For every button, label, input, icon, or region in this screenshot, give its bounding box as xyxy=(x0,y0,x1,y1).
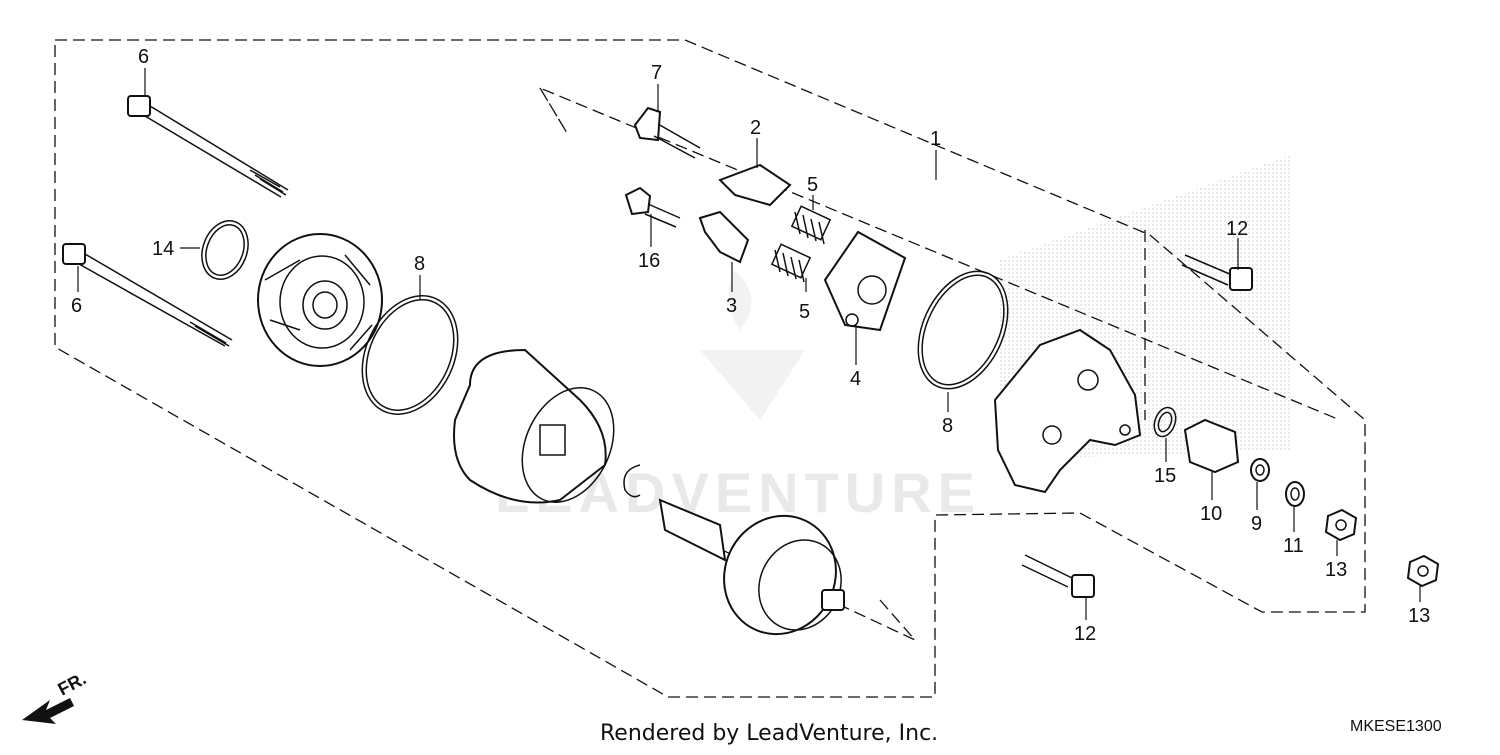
leader-lines xyxy=(77,68,1421,620)
callout-6-upper: 6 xyxy=(138,46,149,68)
callout-7: 7 xyxy=(651,62,662,84)
callout-12-lower: 12 xyxy=(1074,623,1096,645)
clip xyxy=(623,464,641,498)
footer-credit: Rendered by LeadVenture, Inc. xyxy=(600,721,938,746)
front-cover xyxy=(257,233,383,367)
washer-15 xyxy=(1153,406,1177,438)
callout-9: 9 xyxy=(1251,513,1262,535)
callout-14: 14 xyxy=(152,238,174,260)
armature xyxy=(658,498,845,636)
callout-8-left: 8 xyxy=(414,253,425,275)
bolt-12-lower xyxy=(1021,554,1095,598)
o-ring-14 xyxy=(201,220,249,280)
callout-10: 10 xyxy=(1200,503,1222,525)
callout-13-upper: 13 xyxy=(1325,559,1347,581)
callout-3: 3 xyxy=(726,295,737,317)
diagram-code: MKESE1300 xyxy=(1350,718,1442,735)
callout-5-lower: 5 xyxy=(799,301,810,323)
washer-11 xyxy=(1285,481,1305,507)
axis-line-upper xyxy=(538,86,1341,421)
bolt-7 xyxy=(633,106,701,159)
brush-holder-2 xyxy=(718,163,792,207)
bolt-16 xyxy=(624,186,681,228)
callouts: 6 6 14 8 7 2 5 16 3 5 4 1 8 12 15 10 9 1… xyxy=(71,46,1430,645)
callout-5-upper: 5 xyxy=(807,174,818,196)
callout-1: 1 xyxy=(930,128,941,150)
watermark-logo xyxy=(700,270,805,420)
callout-2: 2 xyxy=(750,117,761,139)
callout-12-upper: 12 xyxy=(1226,218,1248,240)
front-direction-arrow-icon: FR. xyxy=(22,668,89,724)
callout-11: 11 xyxy=(1283,535,1304,557)
nut-13-upper xyxy=(1324,508,1358,542)
fr-label: FR. xyxy=(54,668,89,699)
o-ring-8-right xyxy=(917,270,1009,390)
o-ring-8-left xyxy=(361,295,459,415)
rear-cover xyxy=(993,328,1142,494)
nut-13-lower xyxy=(1406,554,1440,588)
callout-15: 15 xyxy=(1154,465,1176,487)
bolt-6-lower xyxy=(62,243,233,347)
callout-16: 16 xyxy=(638,250,660,272)
brush-holder-3 xyxy=(698,210,750,264)
bolt-6-upper xyxy=(127,95,289,198)
callout-13-lower: 13 xyxy=(1408,605,1430,627)
brush-plate-4 xyxy=(823,230,907,332)
bolt-12-upper xyxy=(1181,254,1253,291)
washer-9 xyxy=(1250,458,1270,482)
callout-8-right: 8 xyxy=(942,415,953,437)
callout-6-lower: 6 xyxy=(71,295,82,317)
yoke-housing xyxy=(453,348,615,504)
assembly-boundary xyxy=(54,39,1366,698)
spring-5-lower xyxy=(770,243,812,283)
callout-4: 4 xyxy=(850,368,861,390)
spring-5-upper xyxy=(790,205,832,245)
insulator-10 xyxy=(1183,418,1240,474)
